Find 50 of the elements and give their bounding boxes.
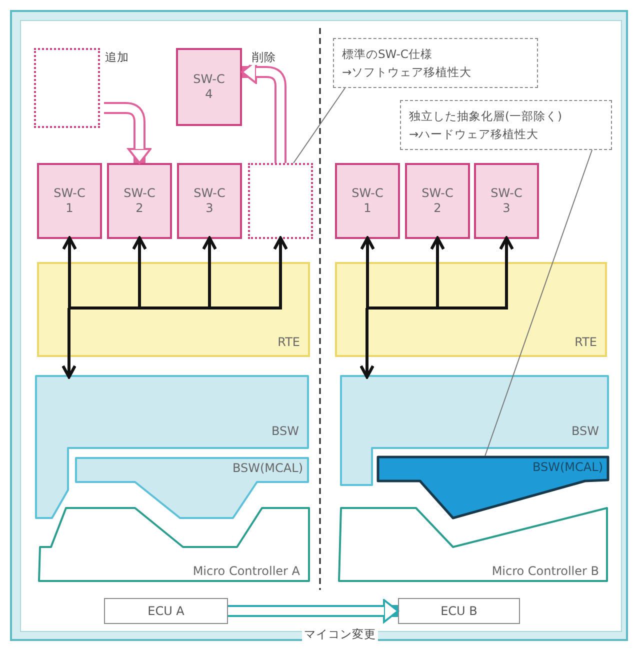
- callout-text: →ハードウェア移植性大: [409, 126, 540, 142]
- layer-label: RTE: [278, 335, 300, 349]
- ecu-label: ECU A: [148, 604, 184, 618]
- placeholder-box: [248, 163, 313, 239]
- component-label: SW-C 1: [350, 186, 384, 216]
- ecu-label: ECU B: [440, 604, 478, 618]
- component-label: SW-C 2: [122, 186, 156, 216]
- edge-label: マイコン変更: [302, 627, 378, 642]
- layer-label: BSW: [571, 424, 599, 438]
- layer-shape: [38, 507, 310, 582]
- layer-label: RTE: [574, 335, 597, 349]
- layer-label: Micro Controller A: [192, 564, 300, 578]
- callout-text: 独立した抽象化層(一部除く): [409, 108, 563, 124]
- leader-line: [484, 150, 592, 456]
- layer-label: BSW(MCAL): [532, 460, 603, 474]
- layer-label: BSW(MCAL): [232, 461, 303, 475]
- component-label: SW-C 4: [192, 72, 226, 102]
- placeholder-box: [34, 48, 100, 128]
- component-box: [177, 163, 242, 239]
- layer-label: Micro Controller B: [492, 564, 599, 578]
- component-box: [176, 48, 242, 126]
- callout-text: 標準のSW-C仕様: [342, 46, 434, 62]
- component-box: [37, 163, 102, 239]
- arrow: [62, 308, 76, 378]
- callout-text: →ソフトウェア移植性大: [342, 64, 473, 80]
- component-box: [405, 163, 470, 239]
- layer-shape: [340, 376, 609, 487]
- arrow: [62, 236, 77, 310]
- component-label: SW-C 3: [192, 186, 226, 216]
- edge-label: 削除: [250, 50, 278, 65]
- rte-layer: [37, 262, 310, 357]
- arrow: [360, 236, 375, 310]
- rte-layer: [335, 262, 607, 357]
- layer-shape: [35, 376, 309, 519]
- layer-shape: [377, 456, 609, 519]
- component-box: [335, 163, 400, 239]
- component-box: [474, 163, 539, 239]
- component-box: [107, 163, 172, 239]
- ecu-box: [104, 598, 228, 624]
- callout-box: [400, 100, 612, 150]
- component-label: SW-C 2: [420, 186, 454, 216]
- layer-label: BSW: [271, 424, 299, 438]
- component-label: SW-C 3: [490, 186, 524, 216]
- layer-shape: [75, 457, 309, 519]
- layer-shape: [338, 507, 609, 582]
- callout-box: [333, 38, 538, 88]
- component-label: SW-C 1: [52, 186, 86, 216]
- arrow: [360, 308, 374, 378]
- ecu-box: [398, 598, 520, 624]
- leader-line: [293, 88, 346, 164]
